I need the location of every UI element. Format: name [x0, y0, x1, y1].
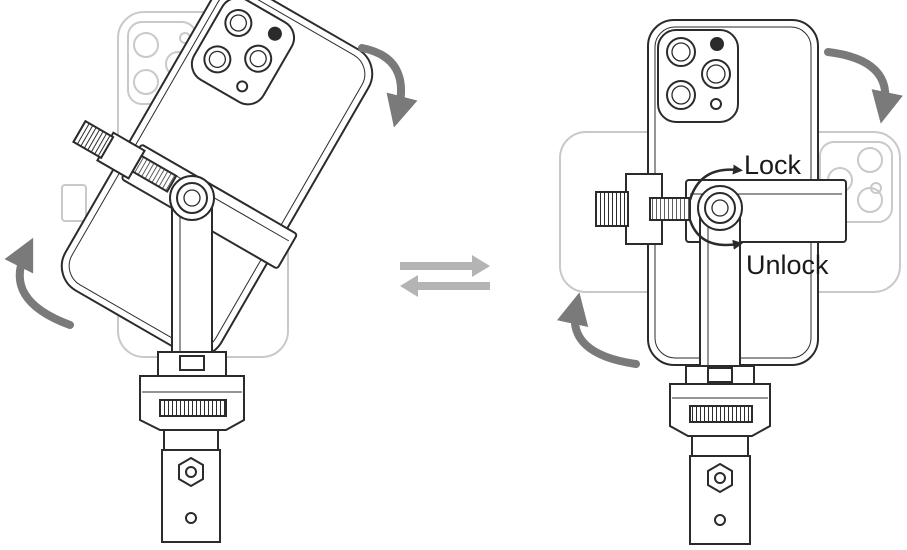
- mount-base: [139, 375, 245, 543]
- rotate-clockwise-arrow-icon: [358, 44, 418, 128]
- unlock-direction-arrow-icon: [688, 219, 743, 250]
- mount-upright-view: [556, 19, 903, 545]
- rotate-counterclockwise-arrow-icon: [4, 237, 74, 329]
- upright-mount-base: [669, 383, 771, 545]
- unlock-label: Unlock: [746, 250, 829, 280]
- upright-rotation-knob: [697, 185, 743, 231]
- lock-label: Lock: [744, 150, 802, 180]
- rotation-knob: [169, 175, 215, 221]
- tilted-phone: [60, 0, 374, 358]
- upright-rotate-counterclockwise-arrow-icon: [556, 292, 640, 368]
- mount-tilted-view: [4, 0, 418, 543]
- swap-arrows-icon: [400, 255, 490, 297]
- mount-post: [157, 197, 227, 377]
- lock-direction-arrow-icon: [688, 164, 743, 201]
- upright-rotate-clockwise-arrow-icon: [824, 48, 903, 124]
